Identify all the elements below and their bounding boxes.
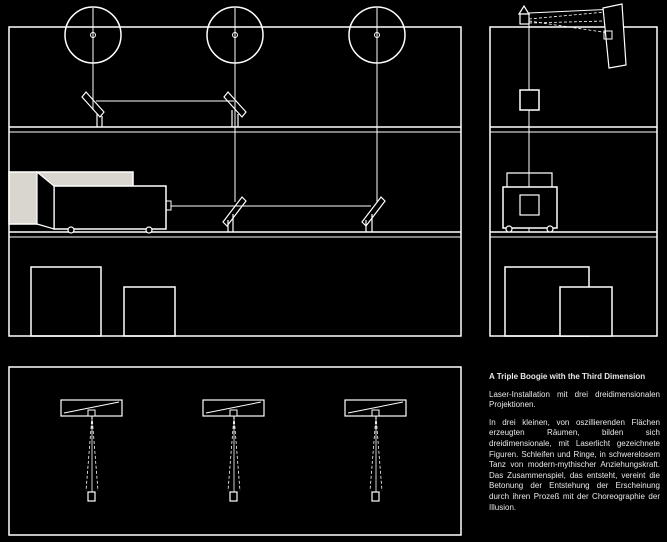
side-floor-crate-small — [559, 286, 613, 337]
plan-unit-3 — [344, 399, 407, 502]
projection-disc-3 — [348, 6, 406, 202]
upper-mirror-right — [223, 91, 247, 127]
plan-unit-2 — [202, 399, 265, 502]
plan-unit-1 — [60, 399, 123, 502]
side-projector-cap — [517, 4, 531, 15]
upper-mirror-left — [81, 91, 105, 127]
floor-crate-small — [123, 286, 176, 337]
side-mirror-box — [519, 89, 540, 111]
plan-view — [8, 366, 462, 536]
side-elevation — [489, 3, 658, 337]
lower-mirror-right — [361, 196, 386, 232]
laser-wheel-right — [145, 226, 153, 234]
projection-disc-1 — [64, 6, 122, 110]
projection-disc-2 — [206, 6, 264, 202]
caption-body: In drei kleinen, von oszillierenden Fläc… — [489, 417, 660, 512]
caption-subtitle: Laser-Installation mit drei dreidimensio… — [489, 389, 660, 410]
side-projection-screen — [602, 3, 627, 69]
lower-mirror-middle — [222, 196, 247, 232]
front-elevation — [8, 6, 462, 337]
side-laser-aperture — [519, 194, 540, 216]
plan-view-frame — [8, 366, 462, 536]
floor-crate-large — [30, 266, 102, 337]
laser-wheel-left — [67, 226, 75, 234]
caption-block: A Triple Boogie with the Third Dimension… — [489, 372, 660, 520]
laser-housing — [53, 185, 167, 230]
caption-title: A Triple Boogie with the Third Dimension — [489, 372, 646, 381]
